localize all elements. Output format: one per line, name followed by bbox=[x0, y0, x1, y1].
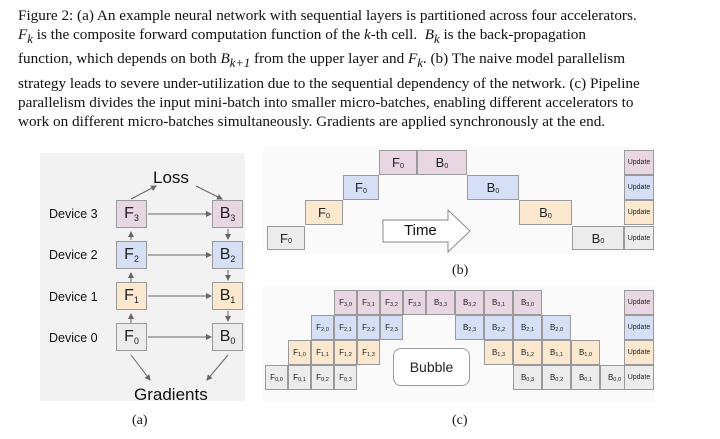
figure-caption: Figure 2: (a) An example neural network … bbox=[18, 6, 702, 131]
micro-update-cell: Update bbox=[624, 290, 654, 315]
micro-update-cell: Update bbox=[624, 340, 654, 365]
naive-update-device-1: Update bbox=[624, 200, 654, 225]
naive-update-device-2: Update bbox=[624, 175, 654, 200]
panel-c-label: (c) bbox=[452, 413, 468, 428]
caption-line: work on different micro-batches simultan… bbox=[18, 113, 606, 131]
naive-update-device-0: Update bbox=[624, 226, 654, 250]
panel-a-background bbox=[40, 153, 245, 401]
panel-b-label: (b) bbox=[452, 263, 469, 278]
device-label: Device 1 bbox=[49, 290, 98, 304]
device-label: Device 0 bbox=[49, 331, 98, 345]
time-label: Time bbox=[404, 222, 437, 239]
caption-line: function, which depends on both Bk+1 fro… bbox=[18, 50, 626, 71]
device-label: Device 3 bbox=[49, 207, 98, 221]
bubble-label: Bubble bbox=[409, 359, 454, 375]
caption-line: strategy leads to severe under-utilizati… bbox=[18, 74, 640, 92]
micro-update-cell: Update bbox=[624, 315, 654, 340]
caption-line: Fk is the composite forward computation … bbox=[18, 26, 586, 47]
caption-line: Figure 2: (a) An example neural network … bbox=[18, 7, 637, 24]
bubble-box: Bubble bbox=[393, 348, 470, 386]
naive-update-device-3: Update bbox=[624, 150, 654, 175]
loss-label: Loss bbox=[153, 168, 189, 187]
gradients-label: Gradients bbox=[134, 385, 208, 404]
device-label: Device 2 bbox=[49, 248, 98, 262]
micro-update-cell: Update bbox=[624, 365, 654, 390]
caption-line: parallelism divides the input mini-batch… bbox=[18, 93, 634, 111]
panel-a-label: (a) bbox=[132, 413, 148, 428]
